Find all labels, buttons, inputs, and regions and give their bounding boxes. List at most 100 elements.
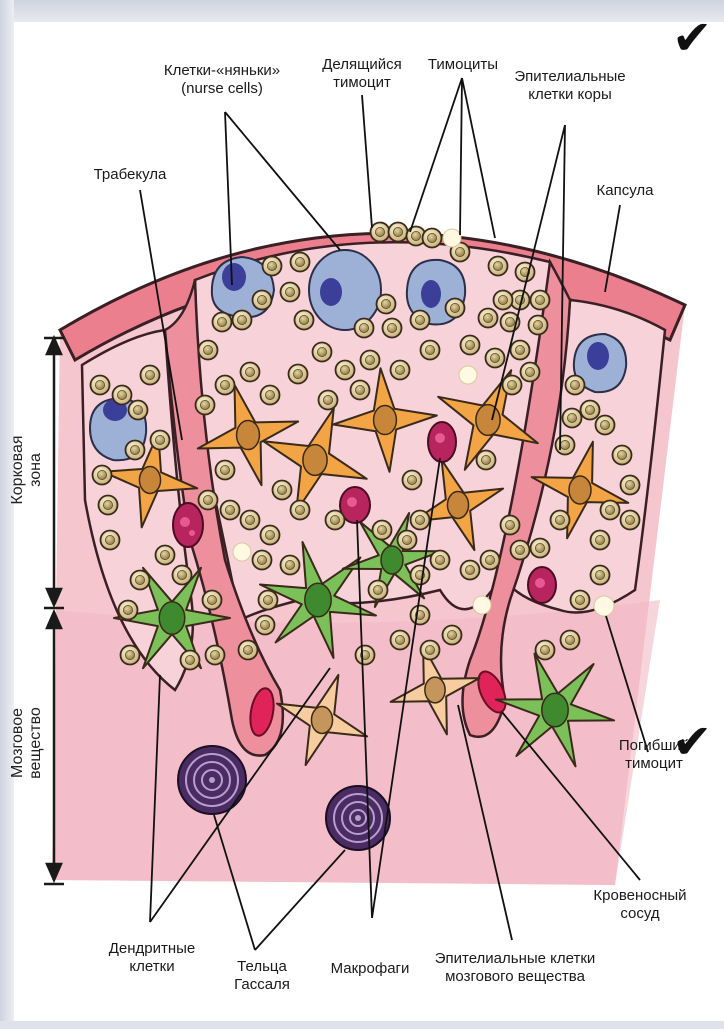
thymocyte [131, 571, 150, 590]
thymocyte [181, 651, 200, 670]
label-cortical-epithelial-line2: клетки коры [514, 86, 625, 104]
thymocyte [253, 291, 272, 310]
thymocyte [411, 606, 430, 625]
checkmark-icon: ✔ [672, 14, 712, 62]
thymocyte [101, 531, 120, 550]
thymocyte [351, 381, 370, 400]
thymocyte [391, 361, 410, 380]
thymocyte [479, 309, 498, 328]
thymocyte [373, 521, 392, 540]
dead-thymocyte [473, 596, 491, 614]
thymocyte [241, 511, 260, 530]
hassall-corpuscle [178, 746, 246, 814]
thymocyte [356, 646, 375, 665]
label-thymocytes: Тимоциты [428, 56, 498, 74]
thymocyte [377, 295, 396, 314]
thymocyte [443, 626, 462, 645]
macrophage [428, 422, 456, 462]
thymocyte [239, 641, 258, 660]
thymocyte [369, 581, 388, 600]
thymocyte [99, 496, 118, 515]
thymocyte [261, 526, 280, 545]
thymocyte [511, 541, 530, 560]
thymocyte [291, 253, 310, 272]
thymocyte [216, 376, 235, 395]
thymocyte [591, 566, 610, 585]
thymocyte [113, 386, 132, 405]
thymocyte [253, 551, 272, 570]
thymocyte [295, 311, 314, 330]
thymocyte [173, 566, 192, 585]
thymocyte [601, 501, 620, 520]
thymocyte [421, 341, 440, 360]
dead-thymocyte [233, 543, 251, 561]
label-capsule: Капсула [597, 182, 654, 200]
thymocyte [281, 556, 300, 575]
thymocyte [529, 316, 548, 335]
thymocyte [511, 341, 530, 360]
thymocyte [196, 396, 215, 415]
label-dendritic-cells-line1: Дендритные [109, 940, 196, 958]
thymocyte [151, 431, 170, 450]
zone-label-cortex-line2: зона [27, 435, 45, 504]
thymocyte [336, 361, 355, 380]
thymocyte [273, 481, 292, 500]
thymocyte [431, 551, 450, 570]
label-cortical-epithelial: Эпителиальные клетки коры [514, 68, 625, 104]
thymocyte [141, 366, 160, 385]
thymocyte [521, 363, 540, 382]
thymocyte [263, 257, 282, 276]
thymocyte [289, 365, 308, 384]
thymocyte [398, 531, 417, 550]
thymocyte [256, 616, 275, 635]
thymocyte [551, 511, 570, 530]
thymocyte [129, 401, 148, 420]
thymocyte [596, 416, 615, 435]
thymocyte [556, 436, 575, 455]
thymocyte [326, 511, 345, 530]
thymocyte [501, 516, 520, 535]
thymocyte [291, 501, 310, 520]
thymocyte [199, 341, 218, 360]
leader-dividing-thymocyte [362, 95, 372, 228]
thymocyte [361, 351, 380, 370]
thymocyte [206, 646, 225, 665]
thymocyte [221, 501, 240, 520]
thymocyte [389, 223, 408, 242]
thymocyte [531, 539, 550, 558]
thymocyte [481, 551, 500, 570]
dead-thymocyte [443, 229, 461, 247]
thymocyte [281, 283, 300, 302]
nurse-cell [309, 250, 381, 330]
thymocyte [571, 591, 590, 610]
thymocyte [421, 641, 440, 660]
dead-thymocyte [594, 596, 614, 616]
label-nurse-cells-line1: Клетки-«няньки» [164, 62, 280, 80]
label-medullary-epithelial-line2: мозгового вещества [435, 968, 596, 986]
thymocyte [621, 476, 640, 495]
thymocyte [563, 409, 582, 428]
zone-label-medulla: Мозговое вещество [9, 707, 45, 779]
hassall-corpuscle [326, 786, 390, 850]
label-blood-vessel-line2: сосуд [593, 905, 686, 923]
thymocyte [411, 566, 430, 585]
checkmark-icon: ✔ [672, 718, 712, 766]
thymocyte [213, 313, 232, 332]
thymocyte [531, 291, 550, 310]
label-cortical-epithelial-line1: Эпителиальные [514, 68, 625, 86]
label-dividing-thymocyte-line2: тимоцит [322, 74, 402, 92]
thymocyte [371, 223, 390, 242]
thymocyte [391, 631, 410, 650]
zone-label-medulla-line2: вещество [27, 707, 45, 779]
thymocyte [126, 441, 145, 460]
label-nurse-cells-line2: (nurse cells) [164, 80, 280, 98]
thymocyte [446, 299, 465, 318]
thymocyte [477, 451, 496, 470]
thymocyte [93, 466, 112, 485]
dead-thymocyte [459, 366, 477, 384]
thymocyte [411, 511, 430, 530]
thymocyte [581, 401, 600, 420]
thymocyte [411, 311, 430, 330]
label-nurse-cells: Клетки-«няньки» (nurse cells) [164, 62, 280, 98]
label-dendritic-cells: Дендритные клетки [109, 940, 196, 976]
